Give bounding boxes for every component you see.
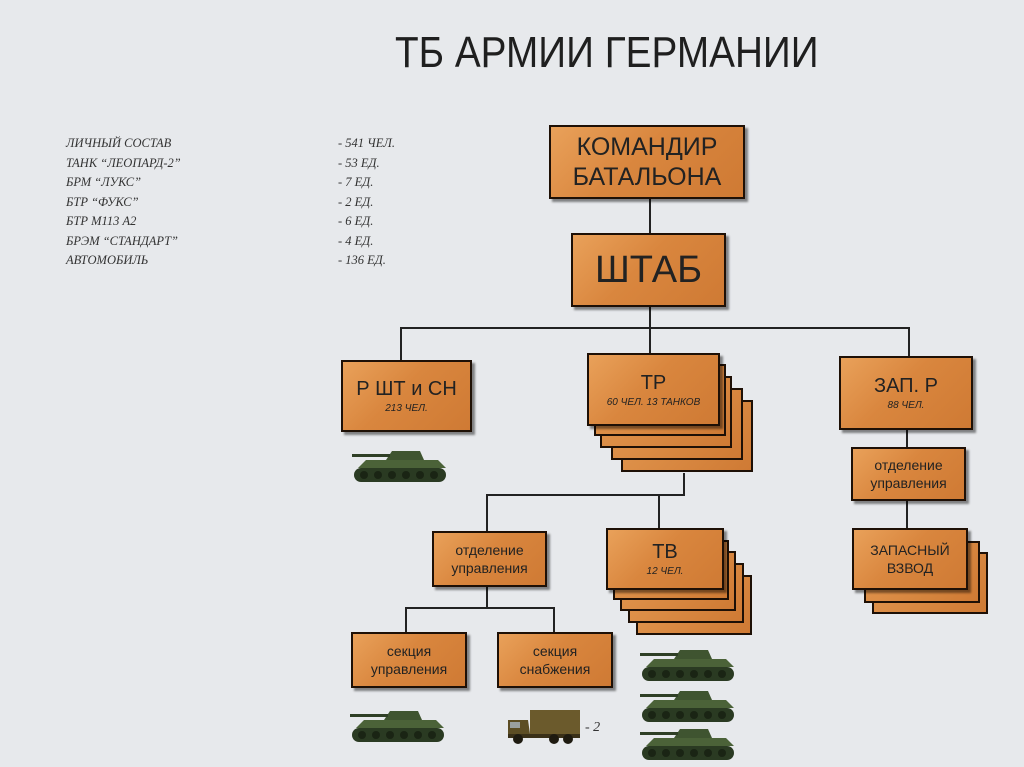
zap-box: ЗАП. Р 88 ЧЕЛ. [839,356,973,430]
tank-icon [640,650,734,681]
zap-note: 88 ЧЕЛ. [887,400,925,411]
control-section-line1: секция [386,643,432,659]
stat-value: - 7 ЕД. [338,175,374,189]
connector-line [906,500,908,530]
page-title: ТБ АРМИИ ГЕРМАНИИ [395,28,819,77]
tr-note: 60 ЧЕЛ. 13 ТАНКОВ [606,396,701,408]
truck-count: - 2 [585,720,601,735]
stat-label: ЛИЧНЫЙ СОСТАВ [66,136,172,150]
tv-label: ТВ [652,541,678,563]
stat-label: БРМ “ЛУКС” [66,175,142,189]
commander-line1: КОМАНДИР [576,133,718,161]
hq-box: ШТАБ [571,233,726,307]
zap-control-line2: управления [870,475,947,491]
connector-line [486,494,488,532]
stat-value: - 4 ЕД. [338,233,374,248]
stat-value: - 2 ЕД. [338,194,374,209]
stat-row: АВТОМОБИЛЬ - 136 ЕД. [66,253,426,273]
connector-line [486,586,488,608]
stat-row: БРМ “ЛУКС” - 7 ЕД. [66,175,426,195]
connector-line [658,494,660,528]
reserve-platoon-box: ЗАПАСНЫЙ ВЗВОД [852,528,968,590]
tr-label: ТР [640,371,667,394]
stat-row: БРЭМ “СТАНДАРТ” - 4 ЕД. [66,234,426,254]
commander-line2: БАТАЛЬОНА [572,163,722,191]
control-section-box: секция управления [351,632,467,688]
tr-control-line2: управления [451,560,528,576]
rsht-note: 213 ЧЕЛ. [385,403,428,414]
supply-section-line2: снабжения [519,661,591,677]
connector-line [683,473,685,495]
stat-value: - 541 ЧЕЛ. [338,136,396,150]
connector-line [405,607,407,633]
commander-box: КОМАНДИР БАТАЛЬОНА [549,125,745,199]
reserve-platoon-line1: ЗАПАСНЫЙ [870,542,950,558]
stat-row: БТР М113 А2 - 6 ЕД. [66,214,426,234]
reserve-platoon-line2: ВЗВОД [886,560,934,576]
tr-control-line1: отделение [455,542,524,558]
zap-control-line1: отделение [874,457,943,473]
tank-icon [640,691,734,722]
rsht-label: Р ШТ и СН [356,378,457,400]
connector-line [649,198,651,234]
truck-icon [508,710,580,744]
connector-line [906,430,908,448]
tr-box: ТР 60 ЧЕЛ. 13 ТАНКОВ [587,353,720,426]
zap-control-box: отделение управления [851,447,966,501]
stat-label: БТР “ФУКС” [66,194,139,209]
stat-value: - 6 ЕД. [338,214,374,228]
stat-label: АВТОМОБИЛЬ [66,253,149,267]
connector-line [400,327,910,329]
tank-icon [350,711,444,742]
stat-label: БРЭМ “СТАНДАРТ” [66,233,178,248]
connector-line [486,494,685,496]
hq-label: ШТАБ [594,249,703,291]
stat-row: БТР “ФУКС” - 2 ЕД. [66,195,426,215]
tank-icon [352,451,446,482]
stat-label: БТР М113 А2 [66,214,137,228]
stat-value: - 136 ЕД. [338,253,386,267]
connector-line [405,607,555,609]
connector-line [908,327,910,357]
stat-value: - 53 ЕД. [338,155,380,170]
zap-label: ЗАП. Р [873,375,939,397]
connector-line [649,327,651,355]
connector-line [553,607,555,633]
supply-section-box: секция снабжения [497,632,613,688]
stat-label: ТАНК “ЛЕОПАРД-2” [66,155,181,170]
tv-box: ТВ 12 ЧЕЛ. [606,528,724,590]
control-section-line2: управления [370,661,448,677]
equipment-stats: ЛИЧНЫЙ СОСТАВ - 541 ЧЕЛ. ТАНК “ЛЕОПАРД-2”… [66,136,426,273]
stat-row: ТАНК “ЛЕОПАРД-2” - 53 ЕД. [66,156,426,176]
tv-note: 12 ЧЕЛ. [646,566,684,577]
stat-row: ЛИЧНЫЙ СОСТАВ - 541 ЧЕЛ. [66,136,426,156]
connector-line [400,327,402,361]
tr-control-box: отделение управления [432,531,547,587]
rsht-box: Р ШТ и СН 213 ЧЕЛ. [341,360,472,432]
supply-section-line1: секция [532,643,578,659]
tank-icon [640,729,734,760]
connector-line [649,306,651,328]
